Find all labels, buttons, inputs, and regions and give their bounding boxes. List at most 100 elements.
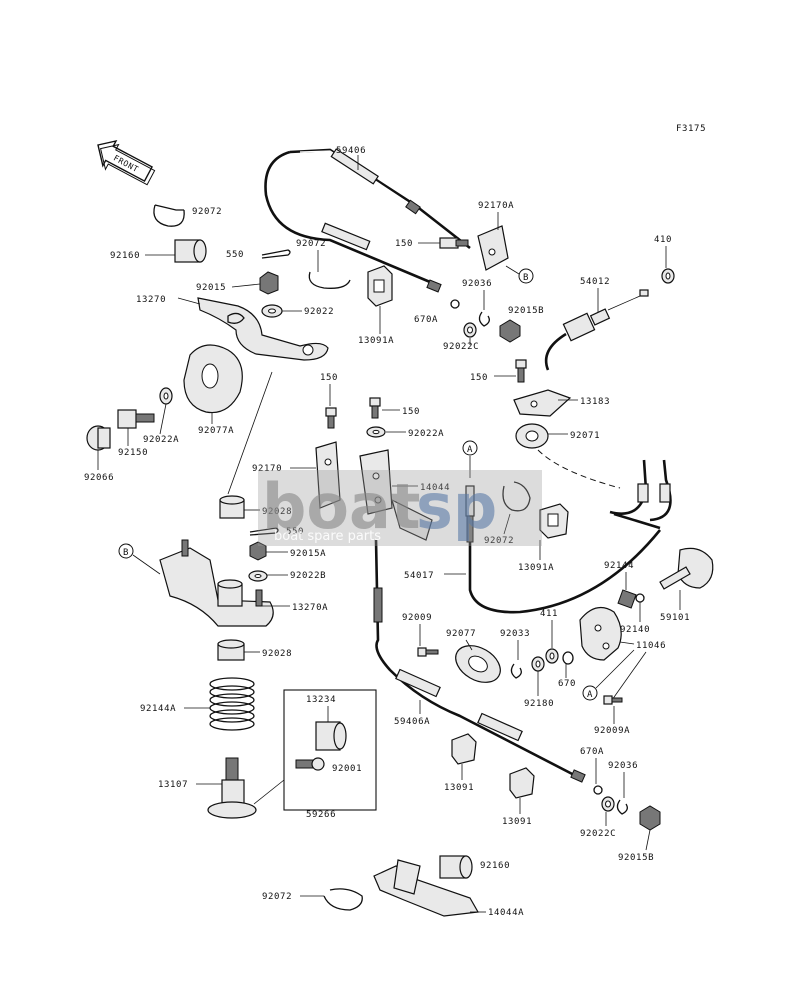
callout-b-top: B [518, 268, 534, 284]
label-92022B: 92022B [290, 571, 326, 581]
washer-410 [661, 268, 675, 284]
label-13107: 13107 [158, 780, 188, 790]
nut-92015A [249, 541, 267, 561]
bracket-13183 [513, 389, 572, 417]
nut-92071 [515, 423, 549, 449]
label-150-a: 150 [395, 239, 413, 249]
label-92140: 92140 [620, 625, 650, 635]
holder-13091-a [451, 733, 477, 765]
label-13091A-a: 13091A [358, 336, 394, 346]
label-92015A: 92015A [290, 549, 326, 559]
watermark-tagline: boat spare parts [274, 529, 381, 544]
holder-13091-b [509, 767, 535, 799]
holder-13091A-top [367, 265, 393, 307]
spring-92144 [617, 589, 637, 609]
label-14044A: 14044A [488, 908, 524, 918]
callout-a-right-text: A [587, 690, 593, 700]
washer-92022C-top [463, 322, 477, 338]
choke-54012 [544, 289, 649, 371]
label-411: 411 [540, 609, 558, 619]
label-92028-a: 92028 [262, 507, 292, 517]
callout-b-left-text: B [123, 548, 129, 558]
label-92170: 92170 [252, 464, 282, 474]
bushing-92028-upper [219, 495, 245, 519]
label-54012: 54012 [580, 277, 610, 287]
holder-13091A-right [539, 503, 569, 539]
label-92015B-b: 92015B [618, 853, 654, 863]
label-11046: 11046 [636, 641, 666, 651]
label-670: 670 [558, 679, 576, 689]
watermark-logo: boat sp boat spare parts [258, 470, 542, 546]
front-arrow-icon: FRONT [97, 139, 156, 186]
throttle-cable-59406 [264, 148, 471, 293]
callout-b-top-text: B [523, 273, 529, 283]
bolt-150-top [439, 237, 469, 249]
pin-550-top [261, 249, 291, 259]
label-92077: 92077 [446, 629, 476, 639]
label-92022A-a: 92022A [143, 435, 179, 445]
spring-92144A [209, 677, 255, 731]
label-13091A-b: 13091A [518, 563, 554, 573]
label-54017: 54017 [404, 571, 434, 581]
knob-92077 [455, 645, 501, 683]
label-92015: 92015 [196, 283, 226, 293]
washer-92022B [248, 570, 268, 582]
callout-a-center-text: A [467, 445, 473, 455]
label-59406A: 59406A [394, 717, 430, 727]
ring-670A-bottom [593, 785, 603, 795]
bracket-92170 [315, 441, 341, 509]
label-92071: 92071 [570, 431, 600, 441]
label-92072-c: 92072 [484, 536, 514, 546]
label-92072-a: 92072 [192, 207, 222, 217]
bolt-150-center-left [325, 407, 337, 429]
cam-59101 [659, 547, 714, 590]
label-59406-top: 59406 [336, 146, 366, 156]
label-59266: 59266 [306, 810, 336, 820]
lever-11046 [579, 606, 622, 661]
bracket-92170A [477, 225, 509, 271]
cable-ends-upper-right [609, 459, 672, 530]
clamp-92072-bottom [323, 888, 363, 911]
nut-92015B-bottom [639, 805, 661, 831]
label-92033: 92033 [500, 629, 530, 639]
ring-670 [562, 651, 574, 665]
label-150-c: 150 [320, 373, 338, 383]
label-13091-a: 13091 [444, 783, 474, 793]
ring-670A-top [450, 299, 460, 309]
label-92144: 92144 [604, 561, 634, 571]
bolt-92009A [603, 695, 623, 705]
ring-92140 [635, 593, 645, 603]
label-550-b: 550 [286, 527, 304, 537]
bolt-92009 [417, 647, 439, 657]
label-410: 410 [654, 235, 672, 245]
label-14044: 14044 [420, 483, 450, 493]
washer-92022 [261, 304, 283, 318]
bracket-14044A [373, 859, 479, 917]
diagram-ref-code: F3175 [676, 124, 706, 134]
label-550-a: 550 [226, 250, 244, 260]
clip-92036-top [478, 311, 490, 327]
label-92028-b: 92028 [262, 649, 292, 659]
clamp-92072-mid [308, 271, 351, 289]
callout-a-right: A [582, 685, 598, 701]
callout-b-left: B [118, 543, 134, 559]
bushing-92160-top [174, 239, 207, 263]
washer-92022C-bottom [601, 796, 615, 812]
bushing-92028-lower [217, 639, 245, 661]
label-13270: 13270 [136, 295, 166, 305]
clip-92036-bottom [616, 799, 628, 815]
label-150-b: 150 [470, 373, 488, 383]
label-92180: 92180 [524, 699, 554, 709]
bolt-150-center-right [369, 397, 381, 419]
clamp-92072-right [502, 481, 531, 512]
label-92072-b: 92072 [296, 239, 326, 249]
washer-92022A-center [366, 426, 386, 438]
label-92170A: 92170A [478, 201, 514, 211]
label-13091-b: 13091 [502, 817, 532, 827]
choke-cable-54017 [465, 456, 662, 614]
label-92160-a: 92160 [110, 251, 140, 261]
bolt-150-right [515, 359, 527, 383]
shaft-13107 [207, 757, 257, 819]
kit-box-59266 [283, 689, 377, 811]
